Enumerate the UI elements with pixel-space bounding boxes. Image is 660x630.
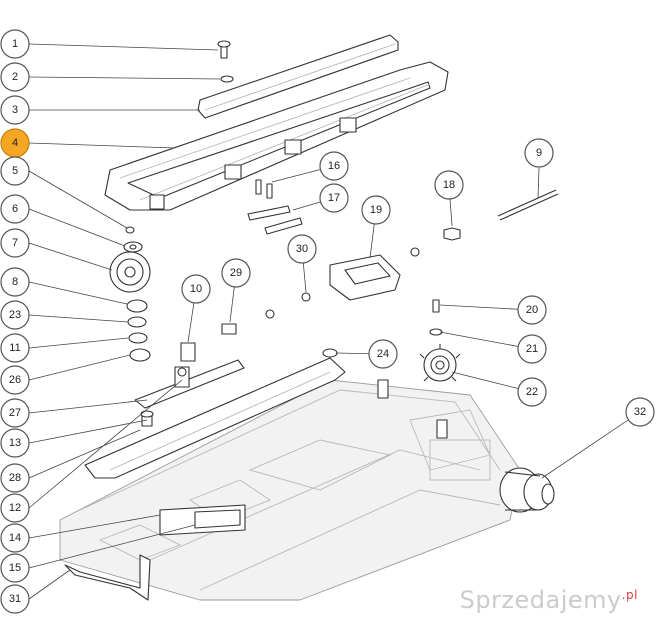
callout-23: 23 [0, 300, 30, 330]
svg-text:4: 4 [12, 137, 18, 149]
bottom-bracket [64, 554, 151, 601]
svg-text:12: 12 [9, 502, 21, 514]
svg-text:16: 16 [328, 160, 340, 172]
callout-6: 6 [0, 194, 30, 224]
svg-text:29: 29 [230, 267, 242, 279]
callout-24: 24 [368, 339, 398, 369]
callout-14: 14 [0, 523, 30, 553]
svg-text:22: 22 [526, 386, 538, 398]
callout-32: 32 [625, 397, 655, 427]
callout-16: 16 [319, 151, 349, 181]
svg-text:14: 14 [9, 532, 21, 544]
svg-text:20: 20 [526, 304, 538, 316]
callout-17: 17 [319, 183, 349, 213]
roller-chain [104, 61, 449, 211]
callout-22: 22 [517, 377, 547, 407]
svg-text:19: 19 [370, 204, 382, 216]
svg-text:10: 10 [190, 283, 202, 295]
callout-10: 10 [181, 274, 211, 304]
callout-11: 11 [0, 333, 30, 363]
callout-13: 13 [0, 428, 30, 458]
leader-lines [28, 43, 641, 600]
svg-text:18: 18 [443, 179, 455, 191]
svg-text:15: 15 [9, 562, 21, 574]
svg-text:23: 23 [9, 309, 21, 321]
svg-text:7: 7 [12, 237, 18, 249]
base-plate [84, 357, 346, 479]
svg-text:9: 9 [536, 147, 542, 159]
svg-text:11: 11 [9, 342, 20, 354]
callout-2: 2 [0, 62, 30, 92]
svg-text:30: 30 [296, 243, 308, 255]
callout-7: 7 [0, 228, 30, 258]
callout-20: 20 [517, 295, 547, 325]
housing-frame [59, 379, 521, 601]
watermark-logo: Sprzedajemy.pl [460, 586, 638, 614]
callout-18: 18 [434, 170, 464, 200]
callout-1: 1 [0, 29, 30, 59]
motor-unit [499, 467, 555, 513]
svg-text:17: 17 [328, 192, 340, 204]
callout-29: 29 [221, 258, 251, 288]
callout-26: 26 [0, 365, 30, 395]
svg-text:1: 1 [12, 38, 18, 50]
callout-30: 30 [287, 234, 317, 264]
callout-28: 28 [0, 463, 30, 493]
callout-19: 19 [361, 195, 391, 225]
svg-text:13: 13 [9, 437, 21, 449]
callout-9: 9 [524, 138, 554, 168]
callout-27: 27 [0, 398, 30, 428]
svg-text:8: 8 [12, 276, 18, 288]
sprocket-small [419, 344, 461, 382]
callout-3: 3 [0, 95, 30, 125]
svg-text:6: 6 [12, 203, 18, 215]
callout-31: 31 [0, 584, 30, 614]
watermark-text: Sprzedajemy [459, 586, 622, 614]
svg-text:5: 5 [12, 165, 18, 177]
svg-text:2: 2 [12, 71, 18, 83]
svg-text:26: 26 [9, 374, 21, 386]
long-bracket [134, 359, 245, 409]
callout-15: 15 [0, 553, 30, 583]
watermark-suffix: .pl [621, 588, 638, 602]
svg-text:28: 28 [9, 472, 21, 484]
svg-text:32: 32 [634, 406, 646, 418]
callout-12: 12 [0, 493, 30, 523]
callout-21: 21 [517, 334, 547, 364]
callout-5: 5 [0, 156, 30, 186]
callout-4: 4 [0, 128, 30, 158]
svg-text:3: 3 [12, 104, 18, 116]
svg-text:31: 31 [9, 593, 21, 605]
svg-text:24: 24 [377, 348, 389, 360]
svg-text:21: 21 [526, 343, 538, 355]
svg-text:27: 27 [9, 407, 21, 419]
callout-8: 8 [0, 267, 30, 297]
